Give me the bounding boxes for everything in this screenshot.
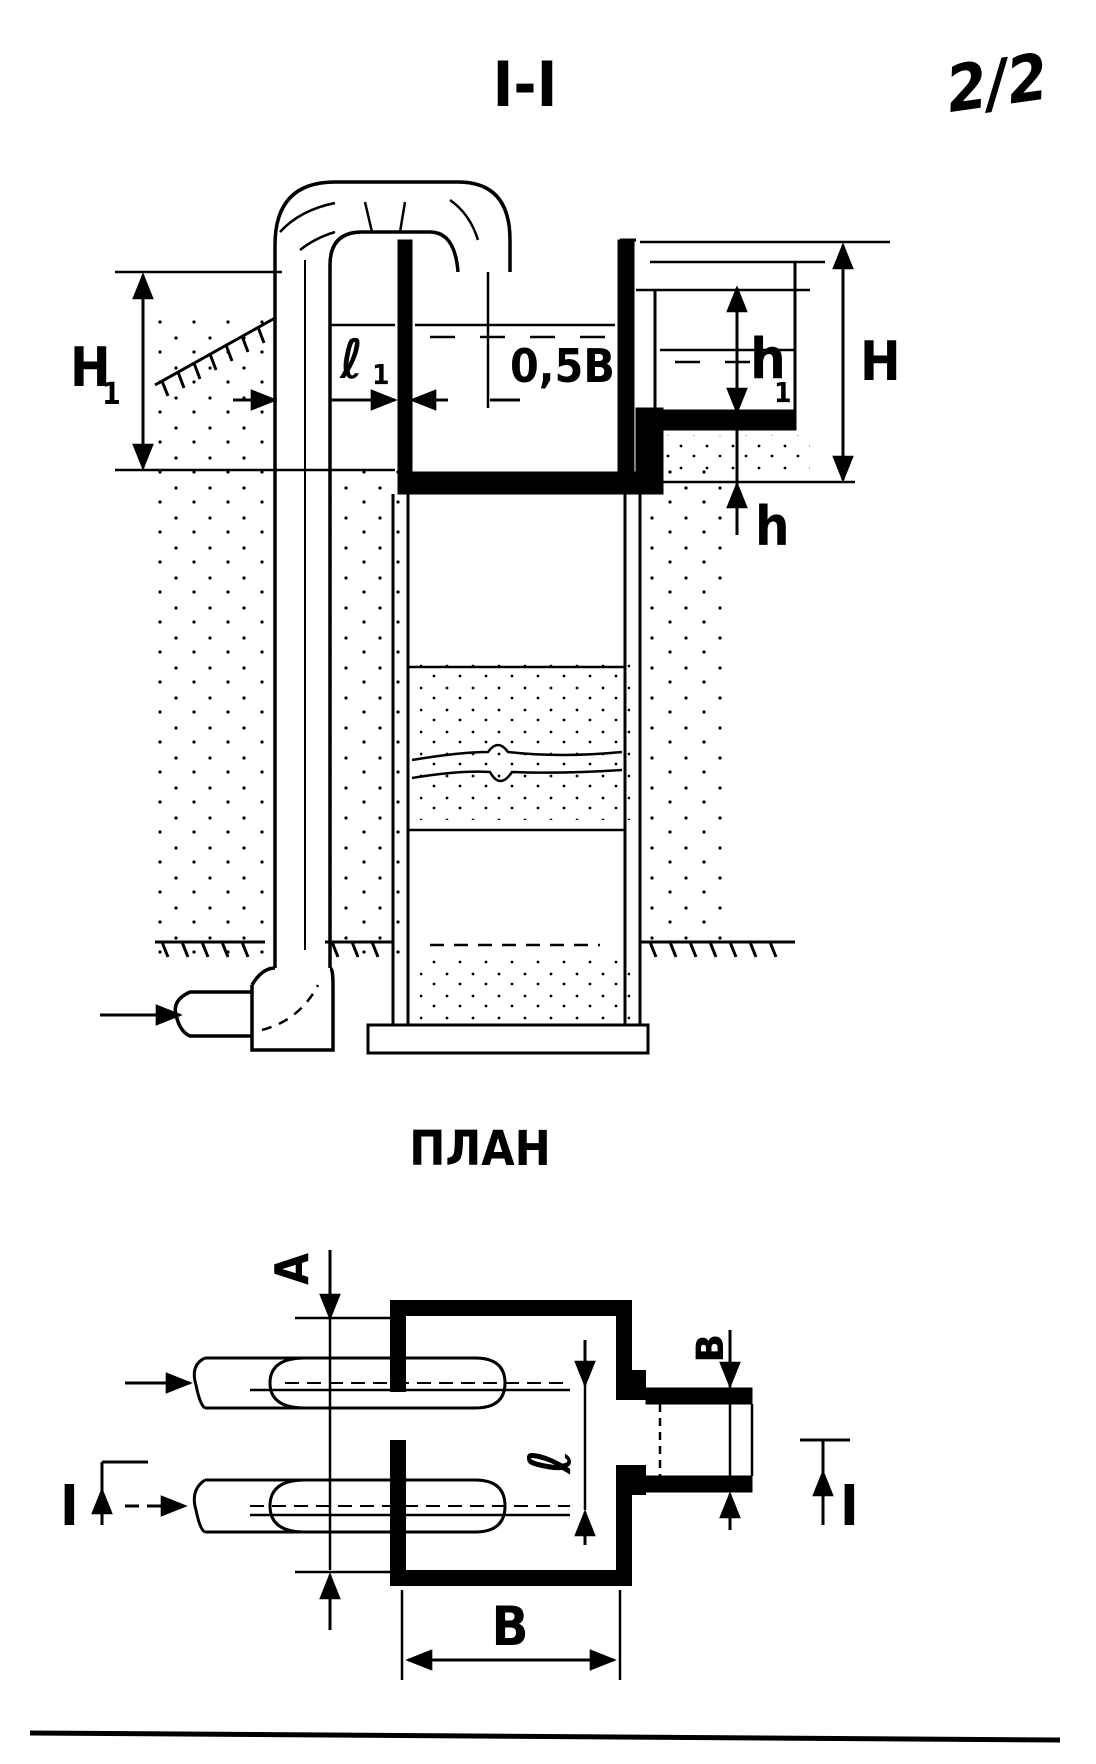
section-mark-right: I: [800, 1438, 859, 1539]
section-title: I-I: [493, 48, 558, 121]
plan-ref-lines: [250, 1316, 570, 1574]
embankment-hatch: [154, 316, 276, 397]
label-h1: h: [750, 327, 786, 392]
datum-lines: [115, 240, 890, 484]
supply-pipe: [173, 180, 512, 1052]
label-l1: ℓ: [339, 328, 363, 391]
outlet-trough: [635, 260, 825, 431]
frame-bottom-line: [29, 1730, 1061, 1743]
label-half-B: 0,5B: [510, 339, 615, 393]
plan-chamber: [390, 1300, 646, 1586]
dim-h1: h 1: [726, 285, 792, 415]
label-H: H: [860, 330, 901, 393]
label-H1: H: [70, 336, 111, 399]
dim-H1: H 1: [70, 272, 154, 471]
dim-l: ℓ: [516, 1340, 596, 1545]
chamber: [366, 238, 664, 1055]
dim-H: H: [832, 242, 901, 483]
label-b: в: [677, 1335, 735, 1363]
axis-A: A: [265, 1250, 341, 1630]
dim-B: B: [400, 1590, 622, 1680]
section-view: I-I: [70, 48, 901, 1055]
label-H1-sub: 1: [102, 377, 121, 412]
section-mark-right-label: I: [840, 1474, 859, 1539]
dim-half-B: 0,5B: [486, 272, 615, 408]
plan-title: ПЛАН: [409, 1121, 551, 1177]
section-mark-left-label: I: [60, 1474, 79, 1539]
label-A: A: [265, 1253, 319, 1285]
dim-l1: ℓ 1: [233, 328, 520, 411]
label-l: ℓ: [516, 1449, 584, 1475]
plan-pipes: [192, 1356, 570, 1534]
plan-outlet: [645, 1387, 754, 1493]
soil-fill: [150, 318, 810, 1020]
label-h: h: [755, 495, 790, 558]
label-l1-sub: 1: [372, 358, 390, 391]
dim-b: в: [677, 1330, 741, 1530]
dim-h: h: [726, 420, 790, 558]
label-h1-sub: 1: [774, 376, 792, 409]
section-mark-left: I: [60, 1460, 148, 1539]
plan-view: ПЛАН A: [60, 1121, 859, 1680]
ground-hatch: [155, 940, 795, 958]
sheet-number: 2/2: [942, 40, 1052, 127]
label-B: B: [491, 1595, 528, 1658]
